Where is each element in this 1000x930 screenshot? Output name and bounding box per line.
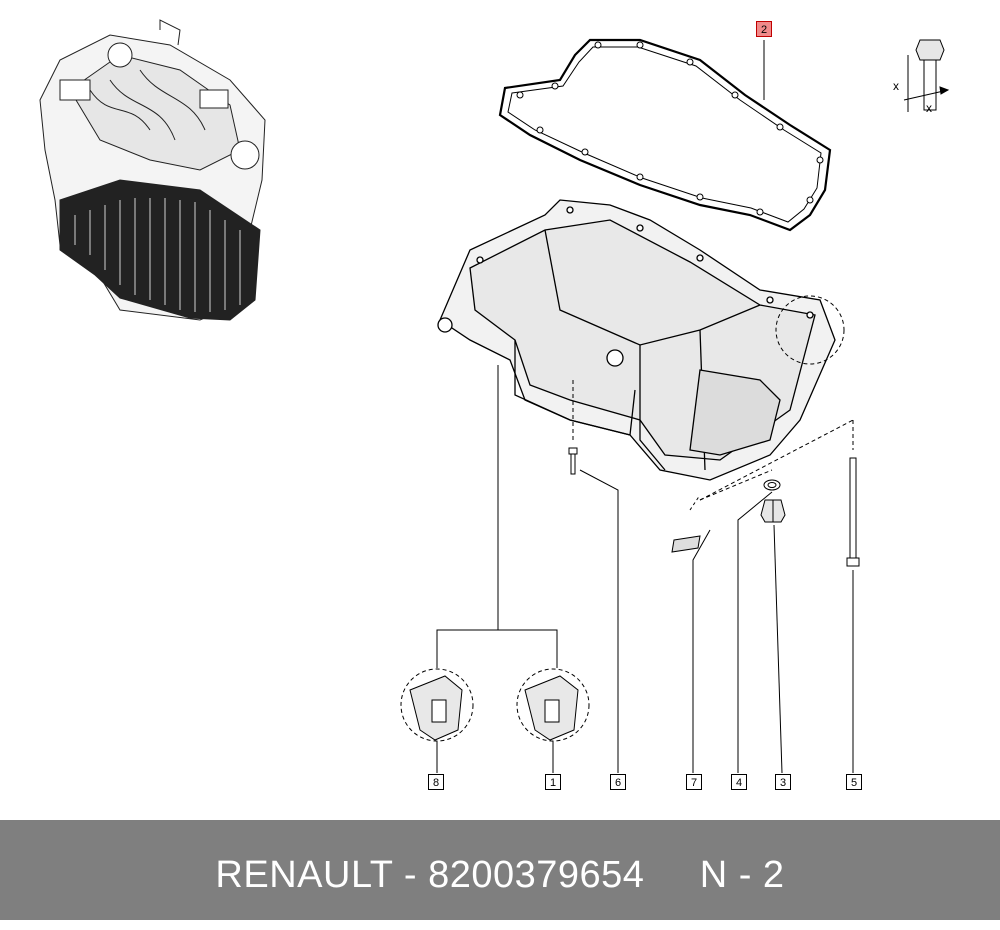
long-bolt-part-5 (846, 420, 860, 567)
oil-pan (437, 199, 836, 481)
detail-inset-1 (516, 668, 590, 742)
detail-inset-8 (400, 668, 474, 742)
footer-caption: RENAULT - 8200379654 N - 2 (215, 854, 785, 896)
callout-4: 4 (731, 774, 747, 790)
axis-orientation-icon (903, 39, 950, 112)
callout-6: 6 (610, 774, 626, 790)
axis-x-label-horizontal: x (926, 101, 932, 115)
callout-2: 2 (756, 21, 772, 37)
drain-washer-part-4 (763, 479, 781, 491)
leader-lines (436, 40, 854, 774)
footer-part-number: 8200379654 (428, 854, 645, 896)
callout-7: 7 (686, 774, 702, 790)
footer-brand: RENAULT (215, 854, 393, 896)
assembly-guide-lines (699, 419, 854, 501)
footer-bar: RENAULT - 8200379654 N - 2 (0, 820, 1000, 920)
drain-plug-part-3 (760, 499, 786, 523)
sealant-sheet-part-7 (671, 494, 701, 553)
engine-overview-illustration (39, 19, 266, 321)
detail-circle (775, 295, 845, 365)
footer-position: N - 2 (699, 854, 785, 896)
oil-pan-gasket (498, 38, 832, 232)
callout-5: 5 (846, 774, 862, 790)
callout-1: 1 (545, 774, 561, 790)
bolt-part-6 (568, 380, 578, 475)
exploded-parts-diagram: x x (39, 19, 950, 774)
callout-3: 3 (775, 774, 791, 790)
callout-8: 8 (428, 774, 444, 790)
axis-x-label-vertical: x (893, 79, 899, 93)
